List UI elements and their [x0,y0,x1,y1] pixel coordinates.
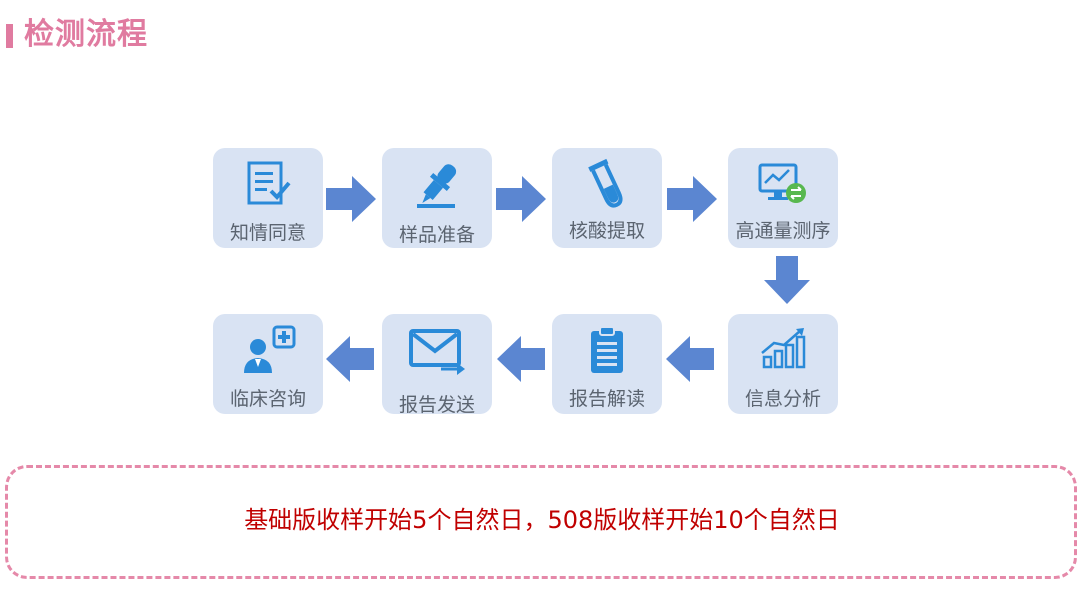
arrow-left [326,336,374,382]
step-consent: 知情同意 [213,148,323,248]
arrow-left [666,336,714,382]
arrow-right [326,176,376,222]
note-text: 基础版收样开始5个自然日，508版收样开始10个自然日 [244,506,840,534]
clipboard-icon [552,322,662,378]
step-label: 报告发送 [398,394,475,416]
title-accent-bar [6,24,13,48]
arrow-right [667,176,717,222]
sequencer-monitor-icon [728,156,838,212]
step-high-throughput-sequencing: 高通量测序 [728,148,838,248]
arrow-down [764,256,810,304]
arrow-right [496,176,546,222]
step-sample-prep: 样品准备 [382,148,492,248]
bar-chart-trend-icon [728,322,838,378]
pipette-icon [382,156,492,212]
step-report-interpretation: 报告解读 [552,314,662,414]
step-report-delivery: 报告发送 [382,314,492,416]
doctor-consult-icon [213,322,323,378]
step-bioinformatics-analysis: 信息分析 [728,314,838,414]
test-tube-icon [552,156,662,212]
step-label: 临床咨询 [229,388,306,410]
step-clinical-consultation: 临床咨询 [213,314,323,414]
note-box [5,465,1077,579]
step-label: 报告解读 [568,388,645,410]
consent-form-icon [213,156,323,212]
envelope-send-icon [382,322,492,378]
arrow-left [497,336,545,382]
step-nucleic-acid-extraction: 核酸提取 [552,148,662,248]
step-label: 信息分析 [744,388,821,410]
step-label: 核酸提取 [568,220,645,242]
page-title: 检测流程 [24,17,148,52]
step-label: 高通量测序 [735,220,831,242]
step-label: 知情同意 [229,222,306,244]
step-label: 样品准备 [398,224,475,246]
